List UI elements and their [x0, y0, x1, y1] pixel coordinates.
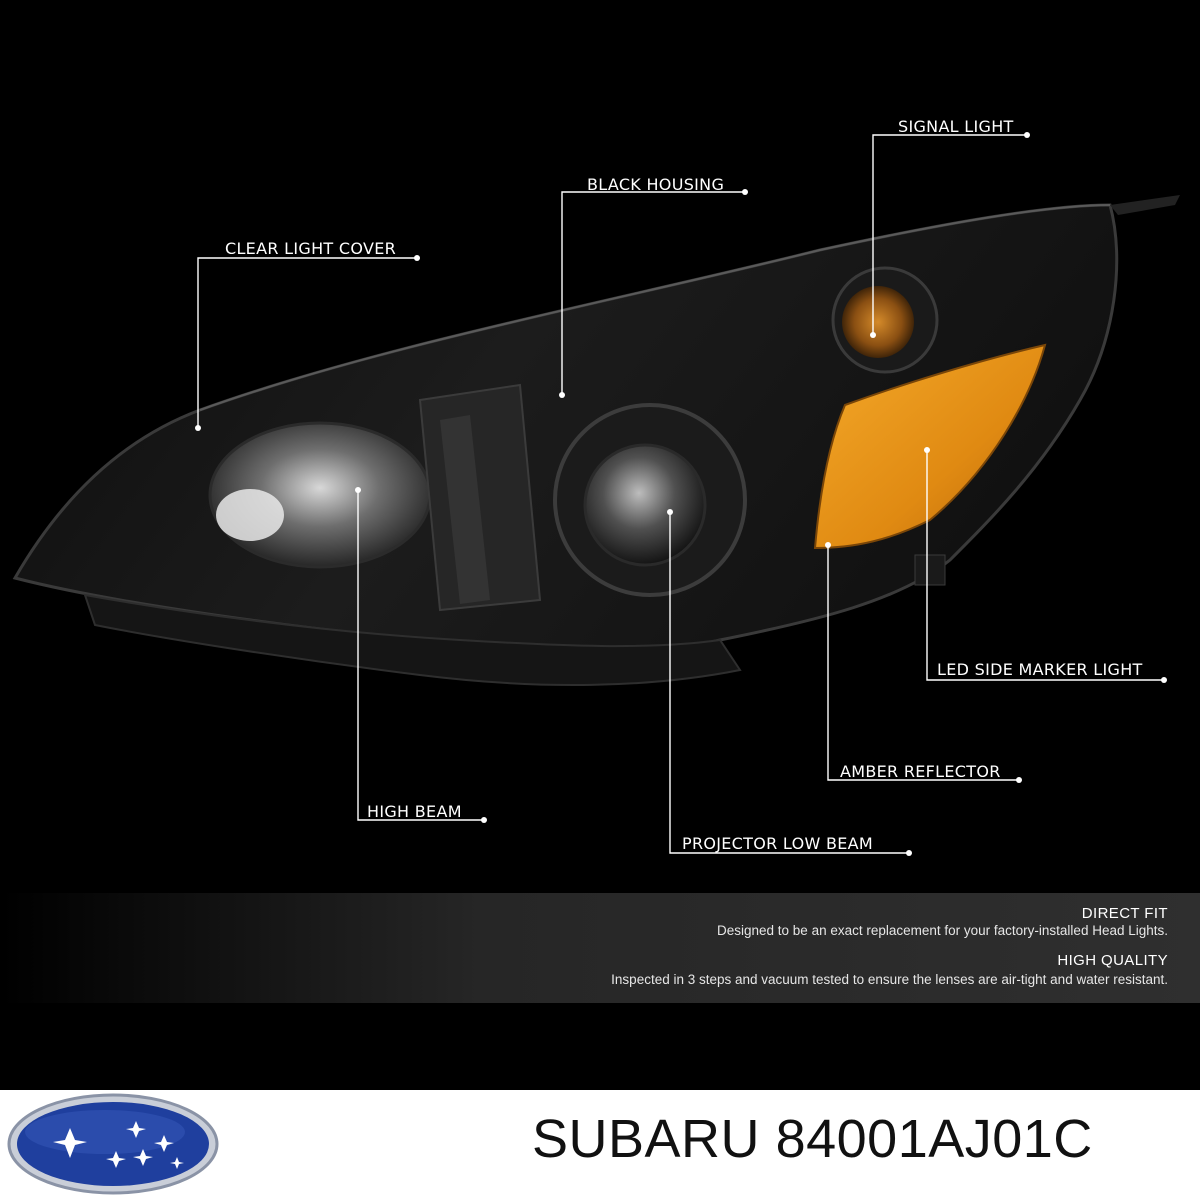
- brand-title: SUBARU 84001AJ01C: [532, 1108, 1093, 1170]
- projector-lens: [583, 443, 707, 567]
- label-high-beam: HIGH BEAM: [367, 802, 462, 821]
- label-led-side-marker-light: LED SIDE MARKER LIGHT: [937, 660, 1143, 679]
- subaru-logo-icon: [7, 1093, 219, 1195]
- label-amber-reflector: AMBER REFLECTOR: [840, 762, 1001, 781]
- cover-edge: [199, 204, 1111, 411]
- feature-title-direct-fit: DIRECT FIT: [1081, 905, 1168, 922]
- callout-dots: [195, 132, 1167, 856]
- lower-trim: [83, 593, 742, 687]
- label-clear-light-cover: CLEAR LIGHT COVER: [225, 239, 397, 258]
- signal-bulb: [842, 286, 914, 358]
- label-signal-light: SIGNAL LIGHT: [898, 117, 1014, 136]
- feature-text-direct-fit: Designed to be an exact replacement for …: [717, 923, 1168, 938]
- label-black-housing: BLACK HOUSING: [587, 175, 725, 194]
- feature-text-high-quality: Inspected in 3 steps and vacuum tested t…: [611, 972, 1168, 987]
- mount-tab-top: [1110, 195, 1180, 215]
- feature-title-high-quality: HIGH QUALITY: [1057, 952, 1168, 969]
- part-number: 84001AJ01C: [775, 1109, 1093, 1169]
- label-projector-low-beam: PROJECTOR LOW BEAM: [682, 834, 874, 853]
- mount-tab-bottom: [914, 554, 946, 586]
- high-beam-bulb: [216, 489, 284, 541]
- housing-fin-stripe: [440, 415, 490, 604]
- feature-band: DIRECT FIT Designed to be an exact repla…: [0, 893, 1200, 1003]
- brand-name: SUBARU: [532, 1109, 761, 1169]
- callout-lines: [197, 134, 1164, 854]
- amber-side-marker: [813, 343, 1047, 550]
